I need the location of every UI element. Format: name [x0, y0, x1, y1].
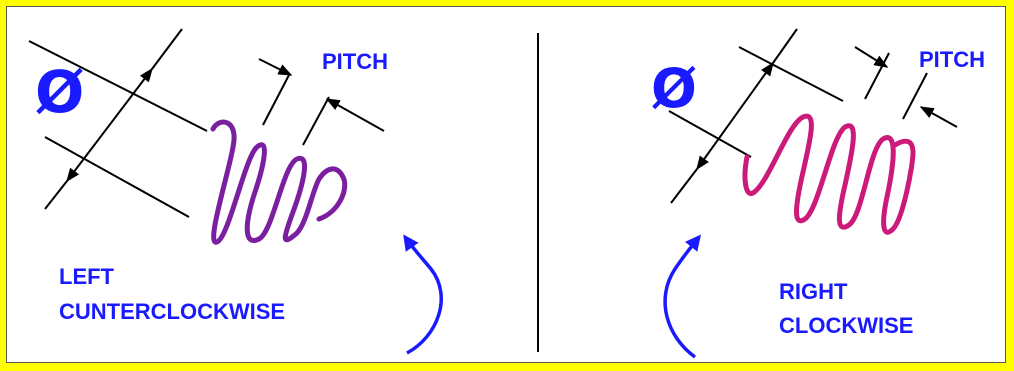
diagram-frame: Ø PITCH LEFT CUNTERCLOCKWISE Ø: [6, 6, 1006, 363]
right-direction-label-line1: RIGHT: [779, 279, 848, 304]
right-rotation-arrow: [663, 234, 701, 359]
left-pitch-label: PITCH: [322, 49, 388, 74]
right-pitch-label: PITCH: [919, 47, 985, 72]
right-pitch-dimension: [854, 46, 958, 128]
right-diameter-dimension: [668, 28, 844, 204]
right-direction-label-line2: CLOCKWISE: [779, 313, 913, 338]
spring-helix-diagram: Ø PITCH LEFT CUNTERCLOCKWISE Ø: [28, 28, 985, 359]
right-panel: Ø PITCH RIGHT CLOCKWISE: [651, 28, 985, 359]
left-diameter-dimension: [28, 28, 208, 218]
left-rotation-arrow: [403, 234, 443, 355]
left-direction-label-line1: LEFT: [59, 264, 115, 289]
left-diameter-symbol: Ø: [35, 58, 84, 126]
left-spring: [210, 119, 348, 245]
right-diameter-symbol: Ø: [651, 57, 697, 120]
left-pitch-dimension: [258, 58, 385, 146]
right-spring: [742, 113, 916, 235]
left-panel: Ø PITCH LEFT CUNTERCLOCKWISE: [28, 28, 443, 355]
left-direction-label-line2: CUNTERCLOCKWISE: [59, 299, 285, 324]
